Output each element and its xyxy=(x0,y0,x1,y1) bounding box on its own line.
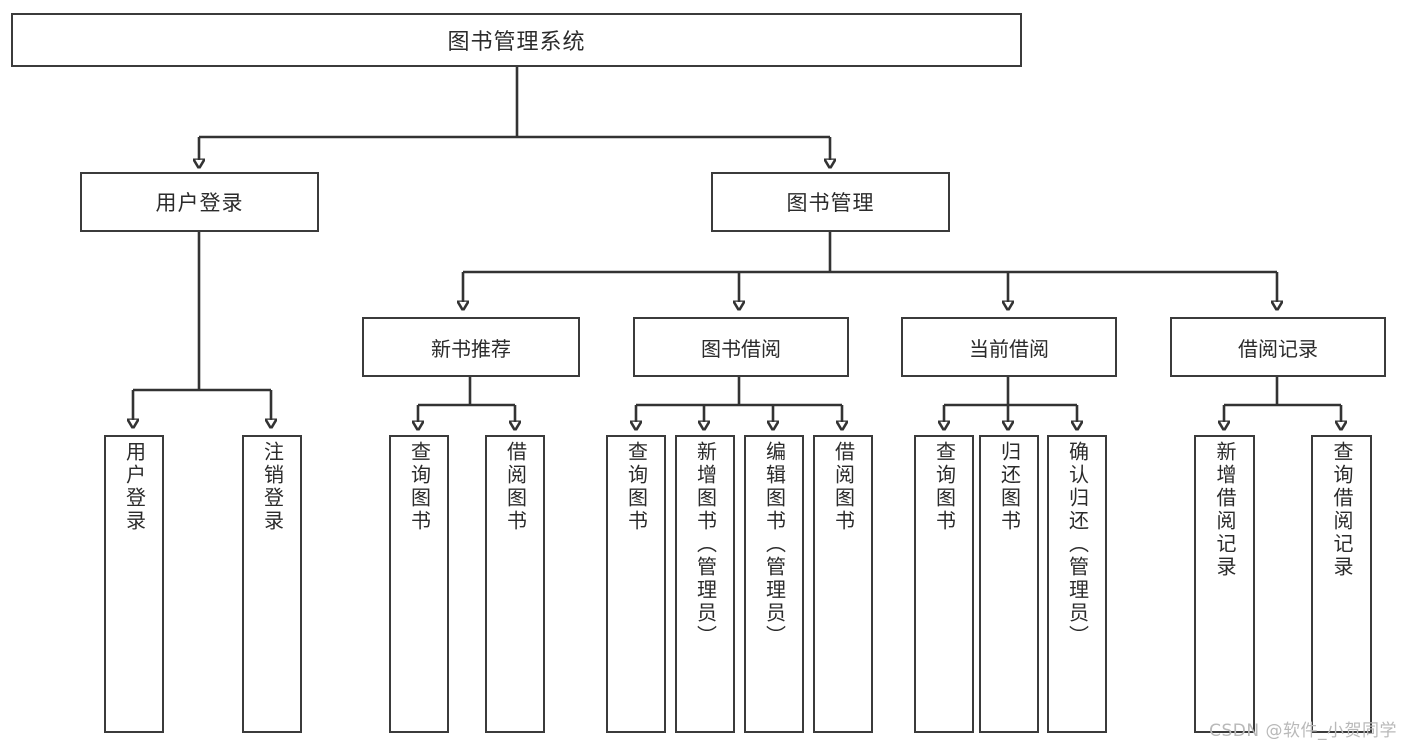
leaf-current-borrow-confirm-return[interactable]: 确认归还（管理员） xyxy=(1047,435,1107,733)
leaf-book-borrow-borrow[interactable]: 借阅图书 xyxy=(813,435,873,733)
node-label: 借阅图书 xyxy=(831,441,856,533)
node-label: 新增借阅记录 xyxy=(1213,441,1237,579)
node-label: 新书推荐 xyxy=(431,336,511,361)
leaf-new-book-query[interactable]: 查询图书 xyxy=(389,435,449,733)
node-book-management[interactable]: 图书管理 xyxy=(711,172,950,232)
leaf-current-borrow-query[interactable]: 查询图书 xyxy=(914,435,974,733)
node-label: 归还图书 xyxy=(997,441,1022,533)
leaf-book-borrow-query[interactable]: 查询图书 xyxy=(606,435,666,733)
node-new-book-recommend[interactable]: 新书推荐 xyxy=(362,317,580,377)
node-label: 图书管理 xyxy=(786,191,875,215)
node-label: 确认归还（管理员） xyxy=(1065,441,1090,648)
node-label: 新增图书（管理员） xyxy=(693,441,718,648)
leaf-borrow-record-query[interactable]: 查询借阅记录 xyxy=(1311,435,1372,733)
node-label: 当前借阅 xyxy=(969,336,1049,361)
node-book-borrow[interactable]: 图书借阅 xyxy=(633,317,849,377)
node-borrow-record[interactable]: 借阅记录 xyxy=(1170,317,1386,377)
leaf-current-borrow-return[interactable]: 归还图书 xyxy=(979,435,1039,733)
leaf-user-login-signout[interactable]: 注销登录 xyxy=(242,435,302,733)
node-label: 图书管理系统 xyxy=(447,30,586,55)
leaf-user-login-signin[interactable]: 用户登录 xyxy=(104,435,164,733)
node-label: 图书借阅 xyxy=(701,336,781,361)
leaf-book-borrow-add[interactable]: 新增图书（管理员） xyxy=(675,435,735,733)
node-current-borrow[interactable]: 当前借阅 xyxy=(901,317,1117,377)
node-label: 用户登录 xyxy=(155,191,244,215)
leaf-borrow-record-add[interactable]: 新增借阅记录 xyxy=(1194,435,1255,733)
node-label: 注销登录 xyxy=(260,441,285,533)
node-label: 借阅图书 xyxy=(503,441,528,533)
node-label: 查询图书 xyxy=(407,441,432,533)
node-label: 借阅记录 xyxy=(1238,336,1318,361)
leaf-new-book-borrow[interactable]: 借阅图书 xyxy=(485,435,545,733)
node-label: 编辑图书（管理员） xyxy=(762,441,787,648)
leaf-book-borrow-edit[interactable]: 编辑图书（管理员） xyxy=(744,435,804,733)
node-label: 用户登录 xyxy=(122,441,147,533)
node-label: 查询图书 xyxy=(624,441,649,533)
node-label: 查询图书 xyxy=(932,441,957,533)
node-user-login[interactable]: 用户登录 xyxy=(80,172,319,232)
node-root-book-management-system[interactable]: 图书管理系统 xyxy=(11,13,1022,67)
node-label: 查询借阅记录 xyxy=(1330,441,1354,579)
